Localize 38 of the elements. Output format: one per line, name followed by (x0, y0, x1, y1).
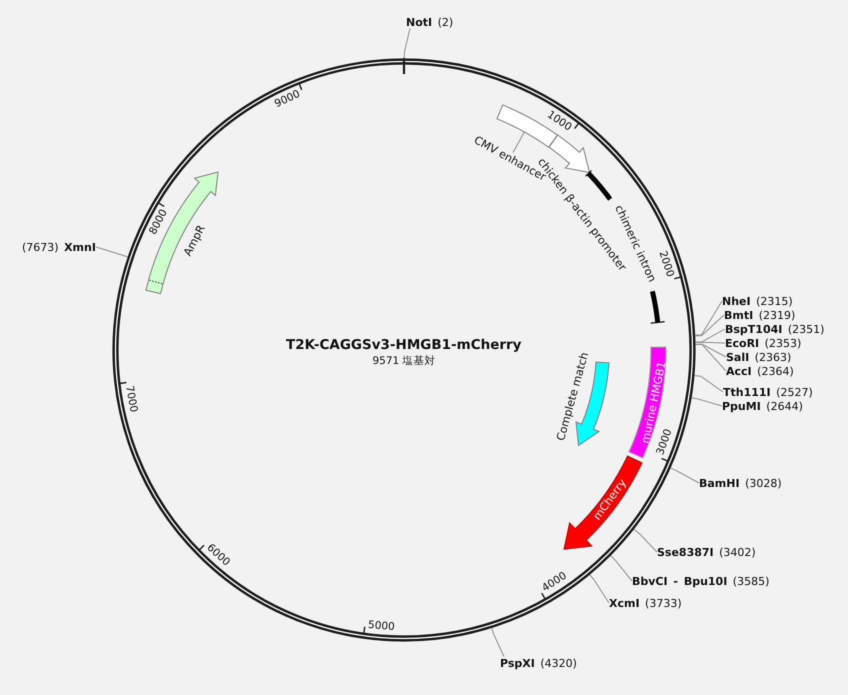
sequence-length: 9571 塩基対 (372, 354, 436, 368)
plasmid-title: T2K-CAGGSv3-HMGB1-mCherry (286, 337, 522, 353)
enzyme-label: NotI (2) (406, 16, 454, 28)
enzyme-label: NheI (2315) (722, 294, 793, 308)
enzyme-label: XcmI (3733) (609, 596, 682, 610)
leader-line (691, 397, 722, 406)
enzyme-label: BmtI (2319) (724, 308, 796, 322)
enzyme-label: PpuMI (2644) (722, 400, 803, 412)
scale-label: 5000 (368, 618, 396, 633)
enzyme-label: EcoRI (2353) (725, 336, 802, 350)
leader-line (695, 342, 726, 344)
leader-line (96, 246, 128, 258)
scale-label: 8000 (147, 208, 170, 237)
leader-line (695, 344, 726, 372)
leader-line (694, 300, 722, 336)
enzyme-label: BspT104I (2351) (725, 322, 824, 336)
enzyme-label: (7673) XmnI (22, 240, 96, 254)
leader-line (589, 574, 610, 604)
scale-label: 7000 (123, 384, 140, 413)
feature-segment (144, 171, 219, 295)
enzyme-label: Tth111I (2527) (723, 386, 813, 398)
enzyme-label: SalI (2363) (726, 350, 792, 364)
leader-line (491, 628, 504, 657)
scale-label: 9000 (272, 88, 302, 110)
enzyme-label: Sse8387I (3402) (657, 546, 756, 558)
enzyme-label: PspXI (4320) (500, 656, 577, 670)
enzyme-label: AccI (2364) (726, 364, 794, 378)
enzyme-label: BamHI (3028) (699, 476, 782, 490)
leader-line (404, 28, 410, 59)
leader-line (633, 528, 658, 552)
leader-line (512, 132, 525, 154)
leader-line (670, 468, 700, 484)
leader-line (694, 314, 724, 336)
enzyme-label: BbvCI - Bpu10I (3585) (632, 574, 770, 588)
leader-line (694, 375, 724, 392)
leader-line (695, 344, 726, 358)
leader-line (610, 555, 632, 582)
leader-line (695, 328, 726, 342)
